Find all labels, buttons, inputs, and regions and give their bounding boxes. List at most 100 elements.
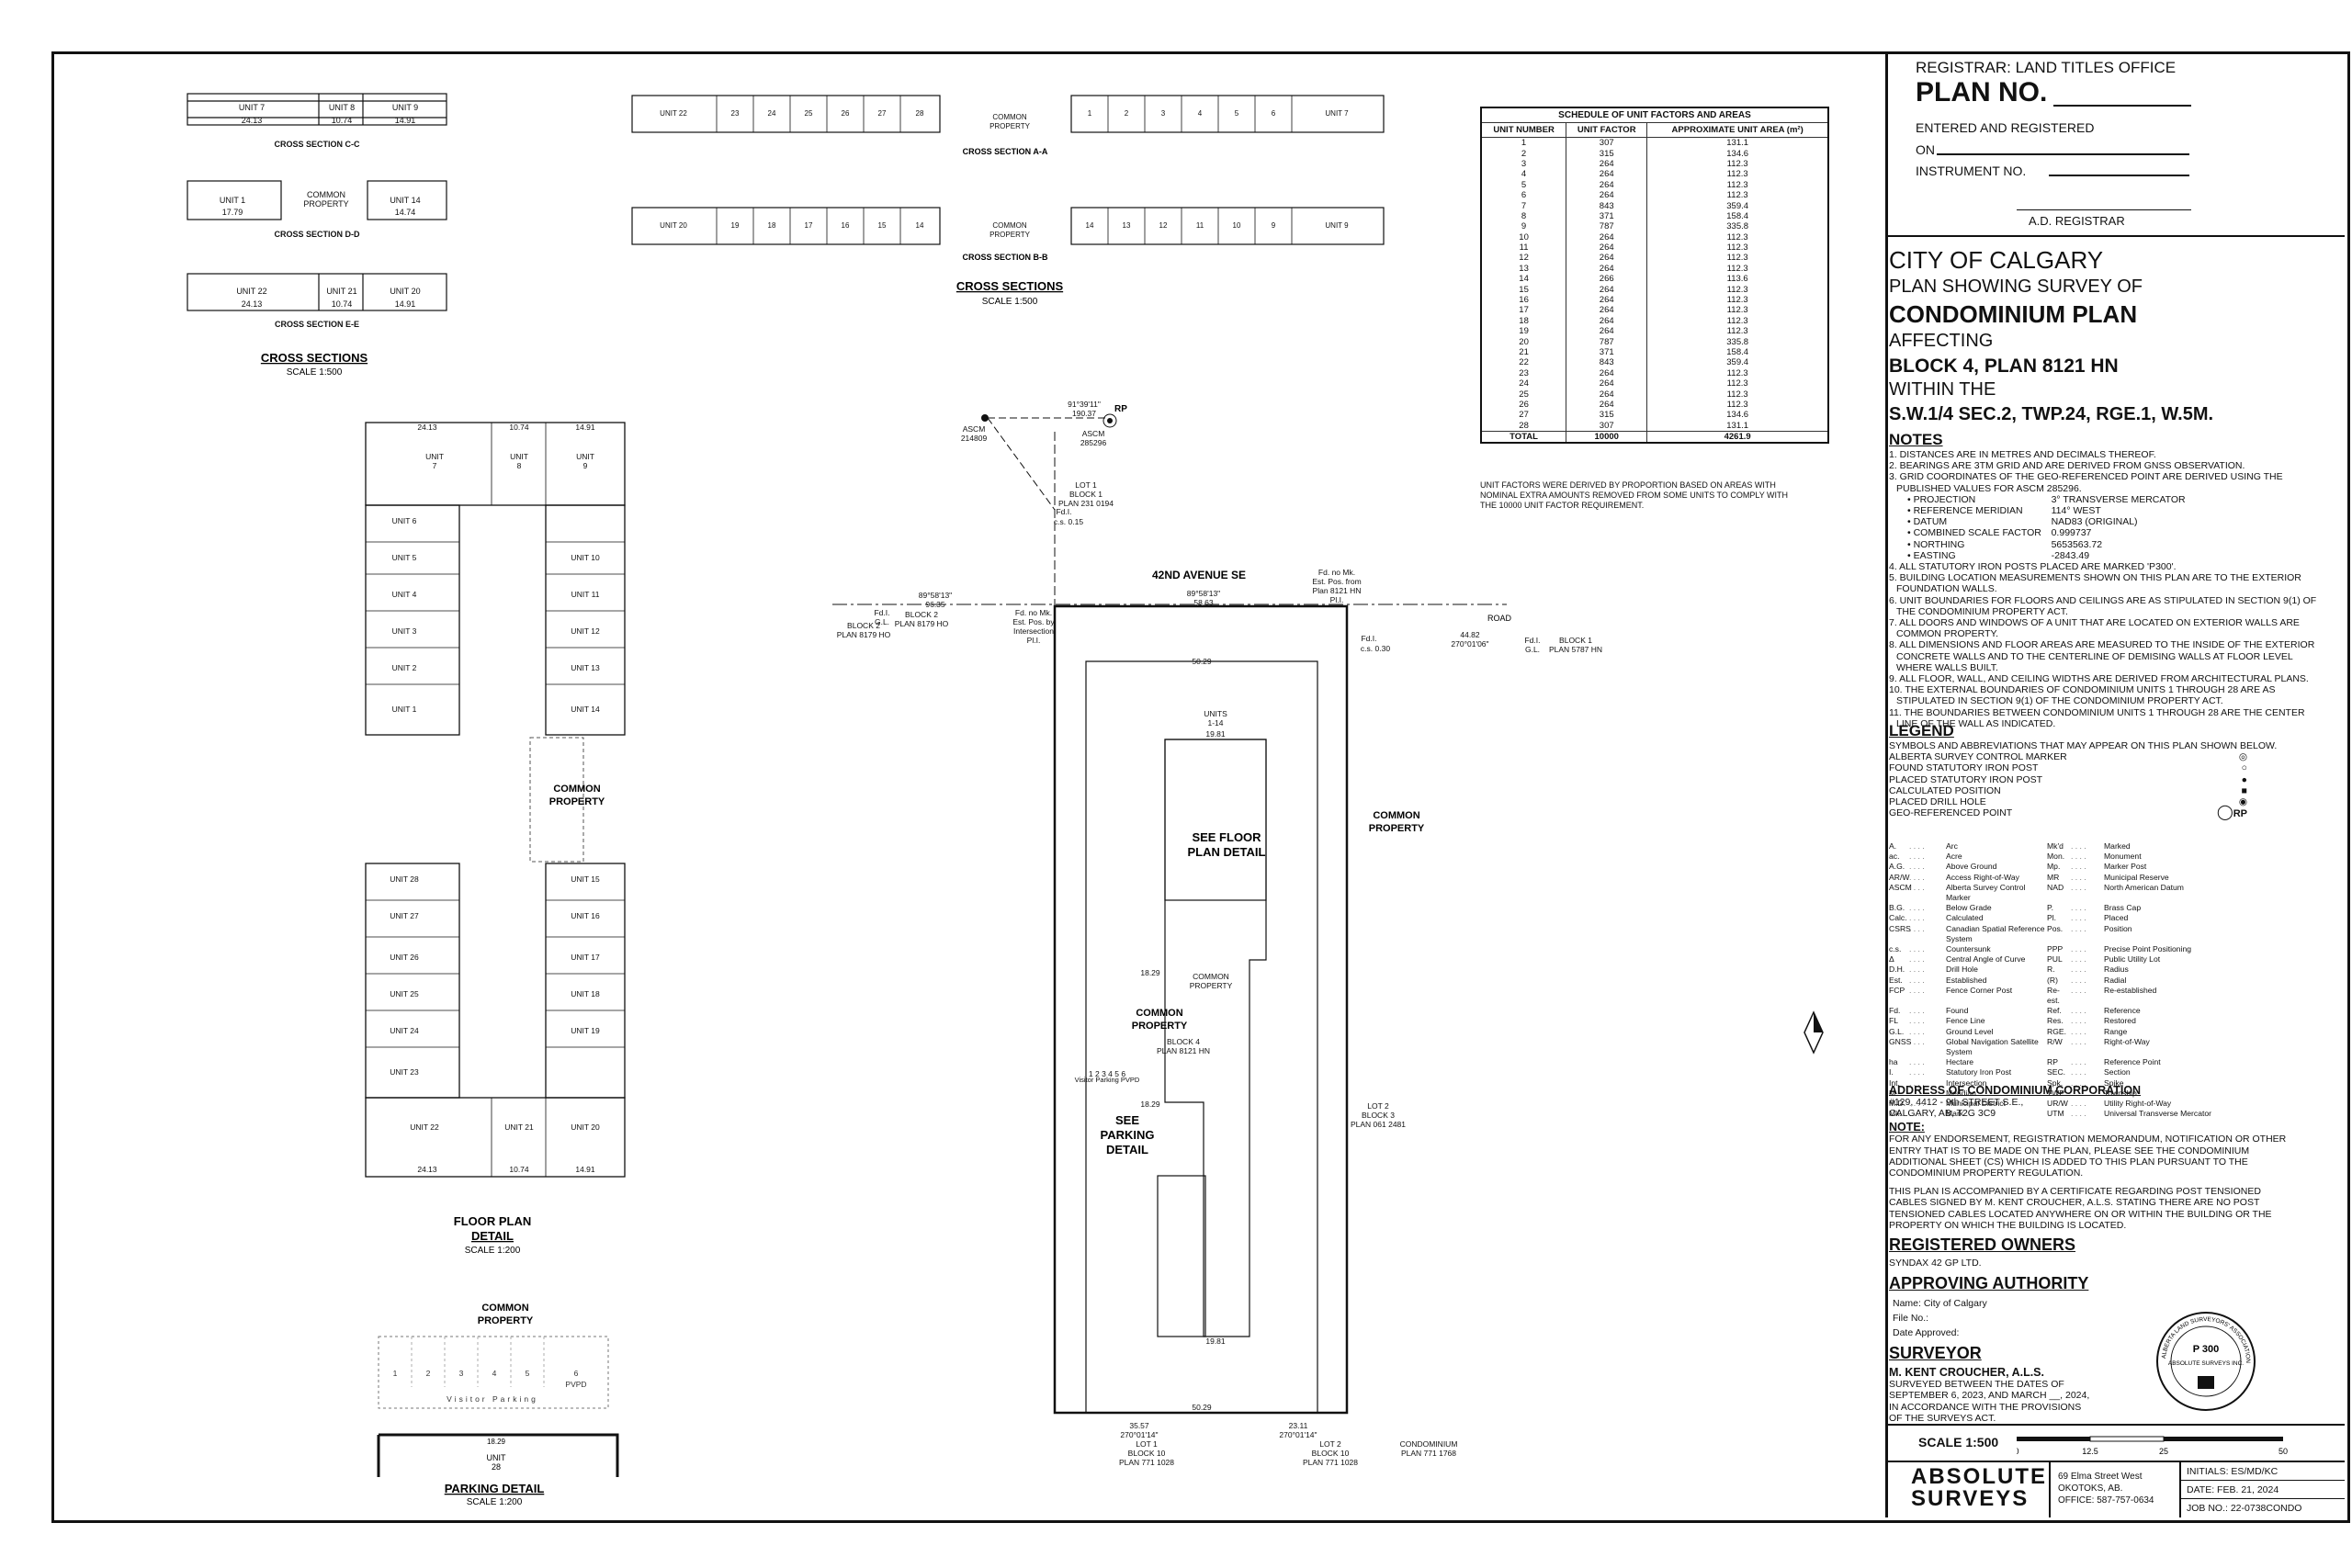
svg-text:PROPERTY: PROPERTY [1132,1021,1188,1032]
abbr-cell: Placed [2104,913,2129,923]
plan-showing: PLAN SHOWING SURVEY OF [1889,276,2143,297]
abbr-cell: Precise Point Positioning [2104,944,2192,954]
note-item: 9. ALL FLOOR, WALL, AND CEILING WIDTHS A… [1889,673,2309,685]
abbr-cell: Fd. [1889,1006,1901,1016]
svg-text:PLAN 771 1028: PLAN 771 1028 [1303,1458,1358,1467]
svg-text:UNIT 18: UNIT 18 [571,989,600,998]
abbr-cell: Re-est. [2047,985,2060,1006]
entered-label: ENTERED AND REGISTERED [1916,120,2095,135]
notes-section: NOTES 1. DISTANCES ARE IN METRES AND DEC… [1889,431,2339,729]
abbr-cell: Right-of-Way [2104,1036,2150,1046]
abbr-cell: North American Datum [2104,882,2184,892]
svg-text:PLAN 8179 HO: PLAN 8179 HO [895,619,949,628]
abbr-cell: Res. [2047,1016,2064,1026]
abbr-cell: Pos. [2047,923,2064,933]
svg-text:12.5: 12.5 [2082,1447,2098,1456]
svg-text:G.L.: G.L. [1525,645,1540,654]
abbr-cell: Access Right-of-Way [1946,872,2019,882]
job-number: JOB NO.: 22-0738CONDO [2187,1503,2302,1514]
svg-text:35.57: 35.57 [1129,1421,1149,1430]
svg-text:3: 3 [1161,109,1166,118]
abbr-cell: PUL [2047,954,2063,964]
svg-text:BLOCK 3: BLOCK 3 [1362,1111,1395,1120]
leader-dots: . . . . [1909,1057,1925,1067]
leader-dots: . . . . [2071,872,2086,882]
svg-text:UNIT 27: UNIT 27 [390,911,419,920]
abbr-cell: I. [1889,1067,1894,1077]
abbr-cell: Marker Post [2104,862,2147,872]
abbr-cell: Radial [2104,975,2127,985]
leader-dots: . . . . [2071,841,2086,851]
abbr-cell: Above Ground [1946,862,1997,872]
svg-text:COMMON: COMMON [481,1303,528,1314]
abbr-cell: Alberta Survey Control Marker [1946,882,2026,903]
leader-dots: . . . . [1909,903,1925,913]
svg-text:COMMON: COMMON [992,221,1027,230]
legend-intro: SYMBOLS AND ABBREVIATIONS THAT MAY APPEA… [1889,740,2278,751]
svg-text:PLAN 771 1768: PLAN 771 1768 [1401,1449,1456,1458]
svg-text:RP: RP [1114,404,1127,414]
projection-row: • EASTING-2843.49 [1907,549,2090,561]
svg-text:UNIT 23: UNIT 23 [390,1067,419,1077]
note-item: PUBLISHED VALUES FOR ASCM 285296. [1896,482,2082,494]
leader-dots: . . . . [1909,1006,1925,1016]
approving-name: Name: City of Calgary [1893,1298,1987,1310]
note-item: 3. GRID COORDINATES OF THE GEO-REFERENCE… [1889,471,2283,483]
svg-text:Fd. no Mk.: Fd. no Mk. [1015,608,1052,617]
abbr-cell: M.D. [1889,1099,1906,1109]
svg-text:UNIT 22: UNIT 22 [410,1122,439,1132]
abbr-cell: Found [1946,1006,1969,1016]
svg-text:4: 4 [1198,109,1203,118]
seal-firm: ABSOLUTE SURVEYS INC. [2168,1360,2244,1367]
note-item: 10. THE EXTERNAL BOUNDARIES OF CONDOMINI… [1889,684,2276,696]
abbr-cell: MR [2047,872,2060,882]
svg-text:ROAD: ROAD [1487,614,1512,623]
svg-text:18.29: 18.29 [487,1438,506,1446]
svg-text:LOT 2: LOT 2 [1367,1101,1389,1111]
svg-text:18.29: 18.29 [1140,968,1160,977]
legend-section: LEGEND SYMBOLS AND ABBREVIATIONS THAT MA… [1889,722,2339,820]
abbr-cell: TWP. [2047,1088,2066,1098]
leader-dots: . . . . [1909,913,1925,923]
abbr-cell: Range [2104,1026,2128,1036]
city-title: CITY OF CALGARY [1889,246,2104,274]
legend-symbol-row: PLACED DRILL HOLE◉ [1889,796,2247,808]
leader-dots: . . . . [1909,985,1925,995]
abbr-cell: Fence Corner Post [1946,985,2013,995]
abbr-cell: Municipal District [1946,1099,2006,1109]
svg-text:91°39'11": 91°39'11" [1068,400,1101,409]
svg-text:89°58'13": 89°58'13" [919,591,952,600]
svg-text:UNIT 20: UNIT 20 [571,1122,600,1132]
svg-text:BLOCK 1: BLOCK 1 [1559,636,1592,645]
leader-dots: . . . . [1909,923,1925,933]
note-item: WHERE WALLS BUILT. [1896,661,1998,673]
approving-file: File No.: [1893,1313,1929,1325]
svg-text:UNIT 9: UNIT 9 [392,103,418,112]
abbr-cell: P. [2047,903,2054,913]
abbr-cell: Statutory Iron Post [1946,1067,2012,1077]
address-line2: CALGARY, AB, T2G 3C9 [1889,1108,1996,1120]
abbr-cell: Restored [2104,1016,2136,1026]
svg-text:SCALE 1:200: SCALE 1:200 [465,1246,521,1256]
leader-dots: . . . . [2071,985,2086,995]
svg-text:UNITS: UNITS [1204,709,1227,718]
abbr-cell: Spk. [2047,1077,2064,1088]
svg-text:UNIT 19: UNIT 19 [571,1026,600,1035]
svg-text:8: 8 [517,461,522,470]
svg-text:Fd.I.: Fd.I. [1524,636,1540,645]
leader-dots: . . . . [2071,1036,2086,1046]
svg-text:UNIT 7: UNIT 7 [239,103,265,112]
svg-text:G.L.: G.L. [875,617,889,626]
svg-text:SCALE 1:200: SCALE 1:200 [467,1497,523,1507]
svg-text:BLOCK 10: BLOCK 10 [1312,1449,1350,1458]
svg-text:18.29: 18.29 [1140,1100,1160,1109]
address-section: ADDRESS OF CONDOMINIUM CORPORATION #129,… [1889,1084,2339,1231]
svg-text:50: 50 [2278,1447,2288,1456]
note-item: THE CONDOMINIUM PROPERTY ACT. [1896,605,2068,617]
